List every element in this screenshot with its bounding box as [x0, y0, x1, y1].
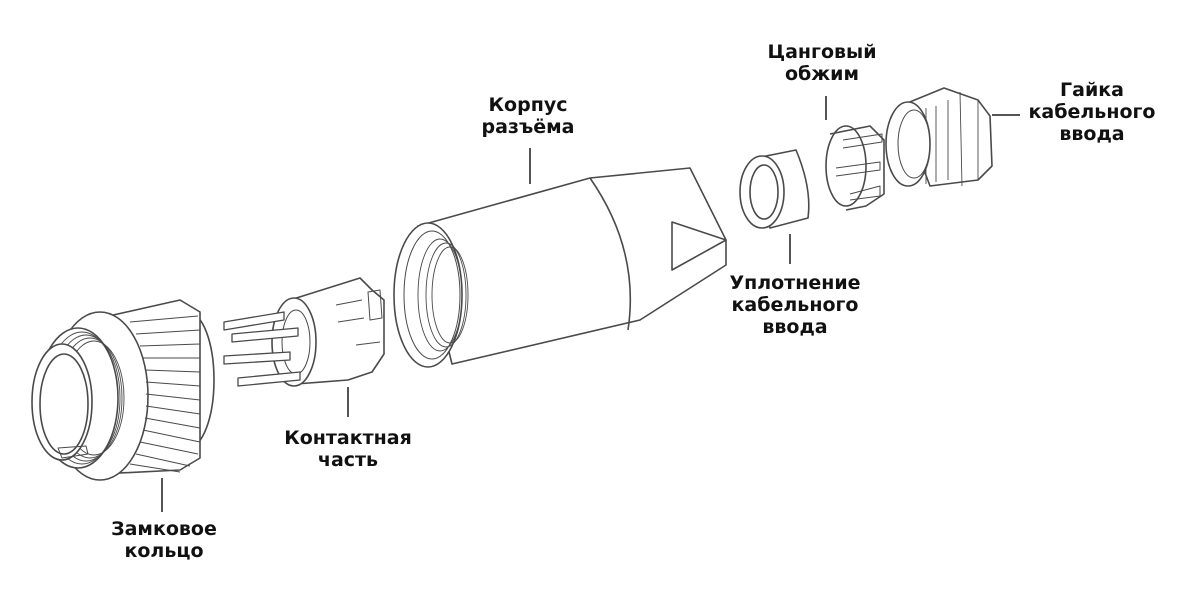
label-line: Гайка — [1060, 79, 1124, 101]
leader-line-cable-seal — [789, 234, 791, 264]
leader-line-collet-clamp — [825, 96, 827, 120]
leader-line-locking-ring — [161, 478, 163, 512]
label-line: Цанговый — [767, 41, 877, 63]
label-line: ввода — [762, 316, 828, 338]
label-line: Замковое — [111, 518, 217, 540]
label-connector-housing: Корпус разъёма — [458, 94, 598, 138]
label-line: обжим — [784, 63, 860, 85]
connector-housing-drawing — [393, 167, 727, 368]
gland-nut-drawing — [885, 87, 993, 187]
label-line: Корпус — [488, 94, 568, 116]
label-line: кабельного — [731, 294, 859, 316]
label-line: кабельного — [1028, 101, 1156, 123]
locking-ring-drawing — [31, 299, 215, 481]
cable-seal-drawing — [739, 149, 810, 229]
leader-line-contact-insert — [347, 387, 349, 417]
label-locking-ring: Замковое кольцо — [94, 518, 234, 562]
contact-insert-drawing — [223, 277, 385, 387]
label-contact-insert: Контактная часть — [268, 427, 428, 471]
leader-line-connector-housing — [529, 148, 531, 184]
label-line: Контактная — [284, 427, 412, 449]
label-line: ввода — [1059, 123, 1125, 145]
label-cable-seal: Уплотнение кабельного ввода — [720, 272, 870, 338]
collet-clamp-drawing — [825, 125, 885, 211]
label-line: Уплотнение — [729, 272, 861, 294]
label-line: часть — [317, 449, 379, 471]
leader-line-gland-nut — [992, 114, 1020, 116]
label-line: кольцо — [124, 540, 204, 562]
label-gland-nut: Гайка кабельного ввода — [1022, 79, 1162, 145]
label-line: разъёма — [481, 116, 575, 138]
label-collet-clamp: Цанговый обжим — [752, 41, 892, 85]
